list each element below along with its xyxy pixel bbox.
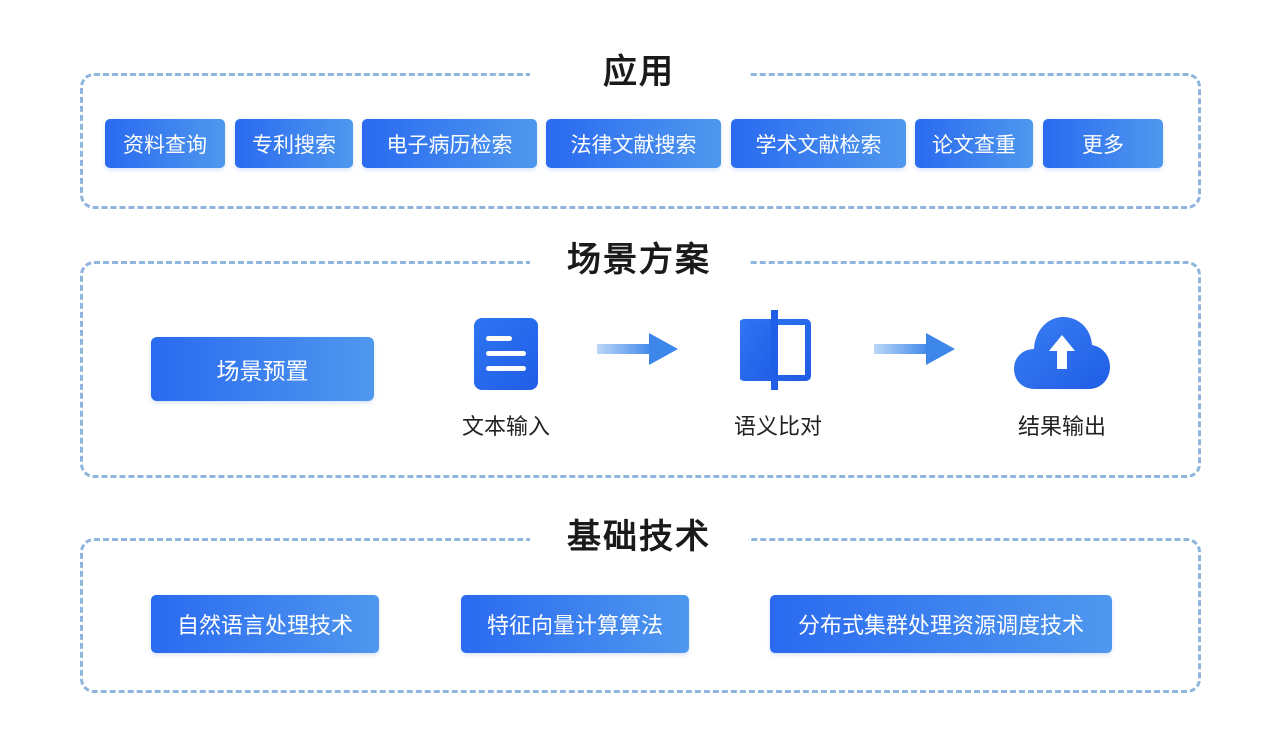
tech-item-feature-vector[interactable]: 特征向量计算算法 xyxy=(461,595,689,653)
document-icon xyxy=(474,318,538,390)
scenario-title: 场景方案 xyxy=(530,238,748,282)
step-result-output-label: 结果输出 xyxy=(1017,415,1106,440)
application-title: 应用 xyxy=(530,50,748,94)
arrow-right-icon xyxy=(874,333,955,365)
tech-item-distributed-scheduling[interactable]: 分布式集群处理资源调度技术 xyxy=(770,595,1112,653)
cloud-upload-icon xyxy=(1014,317,1110,389)
app-item-data-query[interactable]: 资料查询 xyxy=(105,119,225,168)
scenario-preset-button[interactable]: 场景预置 xyxy=(151,337,374,401)
tech-item-nlp[interactable]: 自然语言处理技术 xyxy=(151,595,379,653)
app-item-plagiarism-check[interactable]: 论文查重 xyxy=(915,119,1033,168)
app-item-legal-literature-search[interactable]: 法律文献搜索 xyxy=(546,119,721,168)
technology-title: 基础技术 xyxy=(530,515,748,559)
app-item-academic-literature-search[interactable]: 学术文献检索 xyxy=(731,119,906,168)
arrow-right-icon xyxy=(597,333,678,365)
app-item-medical-record-search[interactable]: 电子病历检索 xyxy=(362,119,537,168)
app-item-more[interactable]: 更多 xyxy=(1043,119,1163,168)
compare-icon xyxy=(740,310,811,390)
step-semantic-compare-label: 语义比对 xyxy=(733,415,822,440)
app-item-patent-search[interactable]: 专利搜索 xyxy=(235,119,353,168)
step-text-input-label: 文本输入 xyxy=(461,415,550,440)
